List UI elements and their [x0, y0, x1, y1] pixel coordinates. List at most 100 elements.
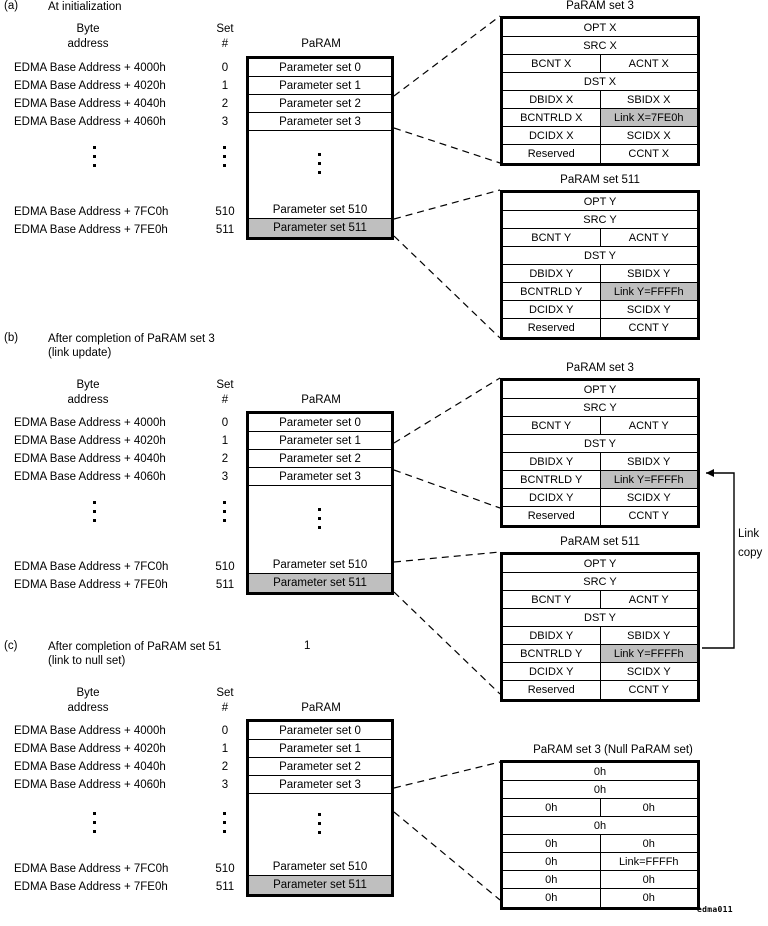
detail-row: SRC Y	[503, 573, 697, 591]
detail-cell: 0h	[642, 801, 655, 814]
detail-cell: 0h	[642, 873, 655, 886]
set-number: 2	[221, 98, 229, 110]
detail-row: 0h	[503, 817, 697, 835]
address-row: EDMA Base Address + 7FE0h	[14, 579, 168, 591]
detail-cell: BCNT Y	[503, 417, 601, 434]
address-row: EDMA Base Address + 4060h	[14, 779, 166, 791]
byte-heading-line1: Byte	[76, 23, 100, 35]
section-b-caption-line1: After completion of PaRAM set 3	[48, 333, 215, 345]
param-row[interactable]: Parameter set 1	[249, 432, 391, 450]
set-number-ellipsis	[223, 812, 227, 839]
address-ellipsis	[93, 146, 97, 173]
detail-cell: OPT Y	[583, 557, 617, 570]
set-number: 0	[221, 62, 229, 74]
param-row-highlighted[interactable]: Parameter set 511	[249, 574, 391, 592]
param-heading-c: PaRAM	[301, 702, 341, 714]
address-row: EDMA Base Address + 4020h	[14, 435, 166, 447]
address-row: EDMA Base Address + 7FE0h	[14, 224, 168, 236]
set-number: 1	[221, 435, 229, 447]
param-row[interactable]: Parameter set 0	[249, 414, 391, 432]
detail-cell: ACNT X	[628, 57, 669, 70]
detail-cell: DST Y	[584, 249, 616, 262]
address-row: EDMA Base Address + 7FC0h	[14, 206, 169, 218]
param-gap	[249, 486, 391, 556]
detail-cell: DBIDX Y	[503, 265, 601, 282]
section-b-caption-line2: (link update)	[48, 347, 112, 359]
param-row[interactable]: Parameter set 0	[249, 722, 391, 740]
param-row[interactable]: Parameter set 510	[249, 858, 391, 876]
detail-cell: Reserved	[503, 145, 601, 163]
detail-cell: 0h	[593, 783, 607, 796]
detail-cell: Link=FFFFh	[618, 855, 679, 868]
set-heading-line1: Set	[216, 379, 234, 391]
detail-cell: DCIDX Y	[503, 301, 601, 318]
param-row[interactable]: Parameter set 2	[249, 450, 391, 468]
detail-cell: BCNTRLD X	[503, 109, 601, 126]
detail-title: PaRAM set 3 (Null PaRAM set)	[533, 744, 693, 756]
detail-cell: BCNTRLD Y	[503, 471, 601, 488]
param-block-c: Parameter set 0 Parameter set 1 Paramete…	[246, 719, 394, 897]
link-copy-line1: Link	[738, 528, 760, 540]
detail-row: DBIDX Y SBIDX Y	[503, 265, 697, 283]
detail-cell: SCIDX X	[626, 129, 671, 142]
set-heading-line1: Set	[216, 687, 234, 699]
detail-cell: 0h	[642, 837, 655, 850]
param-row[interactable]: Parameter set 0	[249, 59, 391, 77]
address-row: EDMA Base Address + 4060h	[14, 116, 166, 128]
address-row: EDMA Base Address + 4000h	[14, 417, 166, 429]
detail-row: OPT Y	[503, 555, 697, 573]
param-row[interactable]: Parameter set 510	[249, 556, 391, 574]
detail-row: 0h Link=FFFFh	[503, 853, 697, 871]
param-block-b: Parameter set 0 Parameter set 1 Paramete…	[246, 411, 394, 595]
param-row[interactable]: Parameter set 1	[249, 740, 391, 758]
set-number-ellipsis	[223, 501, 227, 528]
set-number-ellipsis	[223, 146, 227, 173]
detail-cell: DST Y	[584, 611, 616, 624]
set-number: 2	[221, 761, 229, 773]
address-row: EDMA Base Address + 4000h	[14, 725, 166, 737]
address-row: EDMA Base Address + 4020h	[14, 80, 166, 92]
set-number-heading: Set #	[205, 686, 245, 716]
detail-cell-link: Link Y=FFFFh	[600, 645, 697, 662]
detail-cell: SCIDX Y	[626, 303, 671, 316]
detail-cell: CCNT Y	[628, 684, 670, 696]
set-number: 1	[221, 743, 229, 755]
detail-row: SRC Y	[503, 399, 697, 417]
param-ellipsis	[318, 507, 322, 535]
address-row: EDMA Base Address + 7FC0h	[14, 863, 169, 875]
param-row[interactable]: Parameter set 3	[249, 468, 391, 486]
detail-cell: 0h	[503, 853, 601, 870]
detail-cell: CCNT X	[628, 148, 670, 160]
param-row-highlighted[interactable]: Parameter set 511	[249, 219, 391, 237]
detail-cell: SRC Y	[583, 401, 617, 414]
detail-cell: SBIDX X	[627, 93, 671, 106]
set-number-heading: Set #	[205, 22, 245, 52]
param-row[interactable]: Parameter set 2	[249, 758, 391, 776]
detail-cell: 0h	[503, 871, 601, 888]
param-row[interactable]: Parameter set 3	[249, 776, 391, 794]
param-row[interactable]: Parameter set 510	[249, 201, 391, 219]
detail-cell-link: Link Y=FFFFh	[600, 283, 697, 300]
param-row[interactable]: Parameter set 3	[249, 113, 391, 131]
param-row[interactable]: Parameter set 1	[249, 77, 391, 95]
section-c-caption-line1: After completion of PaRAM set 51	[48, 641, 222, 653]
param-row[interactable]: Parameter set 2	[249, 95, 391, 113]
param-ellipsis	[318, 812, 322, 840]
detail-cell: DBIDX Y	[503, 453, 601, 470]
set-number: 3	[221, 116, 229, 128]
param-ellipsis	[318, 152, 322, 180]
detail-cell: SBIDX Y	[627, 267, 671, 280]
detail-row: 0h	[503, 781, 697, 799]
param-row-highlighted[interactable]: Parameter set 511	[249, 876, 391, 894]
address-ellipsis	[93, 812, 97, 839]
detail-cell: ACNT Y	[628, 231, 669, 244]
